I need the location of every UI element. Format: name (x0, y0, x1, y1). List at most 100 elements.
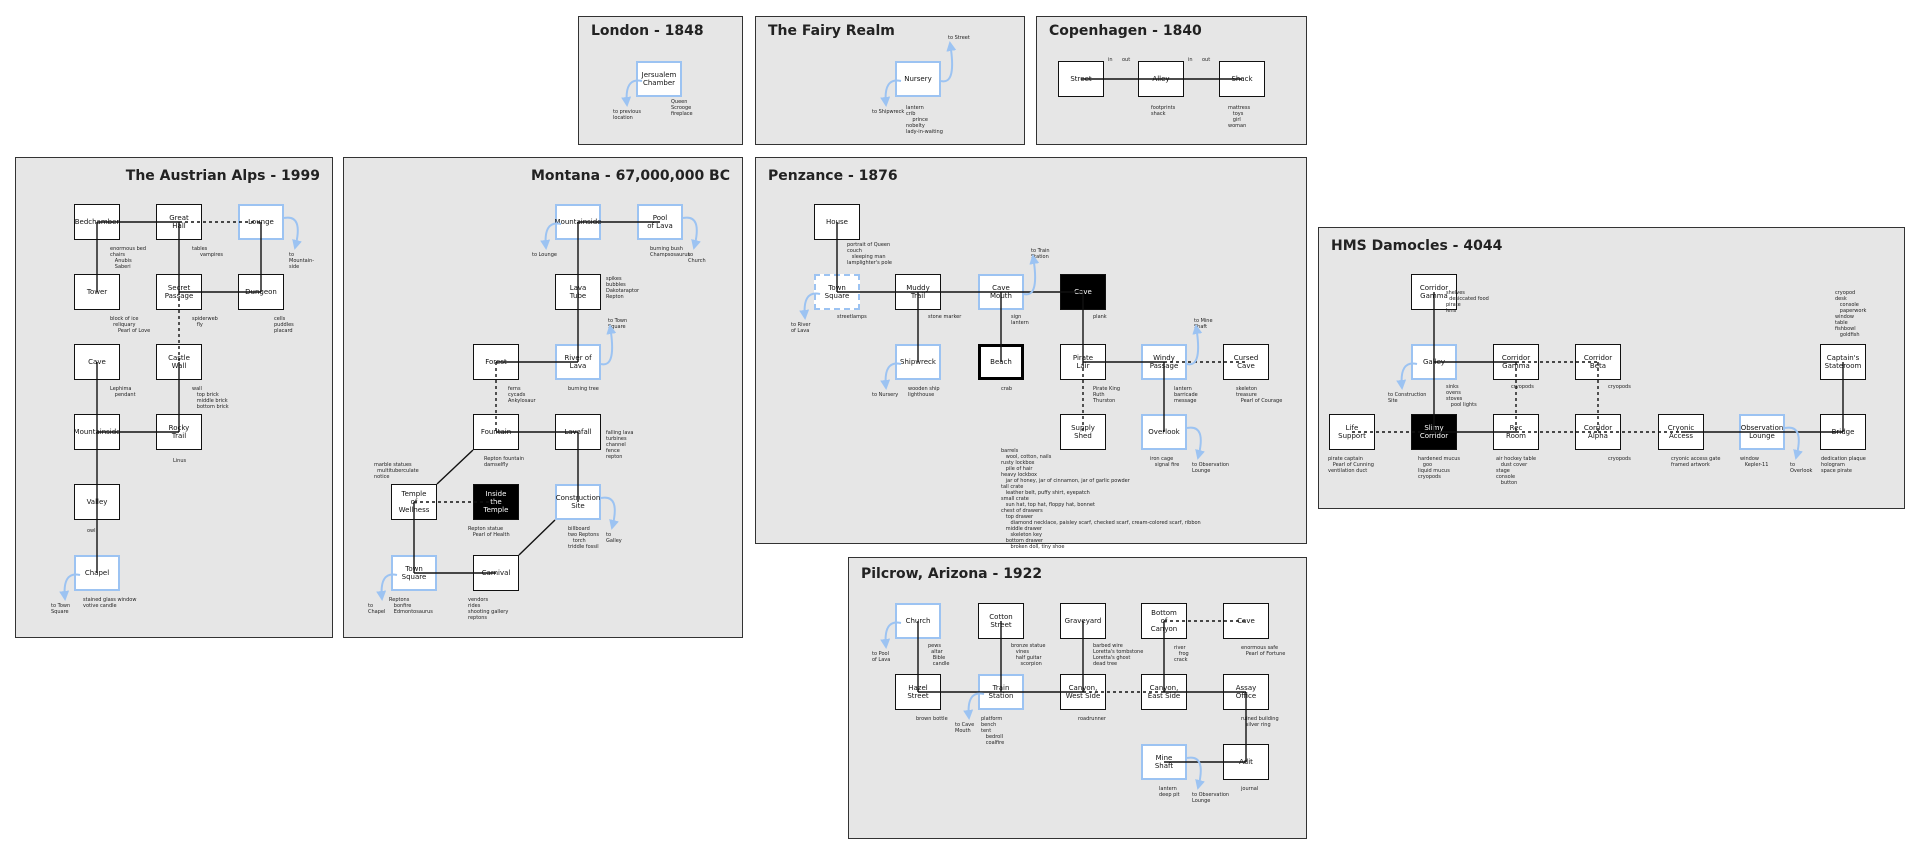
room-contents-note: stained glass window votive candle (83, 597, 137, 609)
room-contents-note: Linus (173, 458, 187, 464)
room-contents-note: Repton fountain damselfly (484, 456, 525, 468)
room-contents-note: enormous bed chairs Anubis Saberi (110, 246, 146, 270)
portal-arrow (1186, 756, 1205, 790)
link-montana-fn-tw (436, 449, 474, 485)
portal-exit-label: to Observation Lounge (1192, 462, 1230, 474)
portal-arrow (1186, 324, 1203, 366)
room-contents-note: barbed wire Loretta's tombstone Loretta'… (1093, 643, 1144, 667)
room-jersualem-chamber[interactable]: Jersualem Chamber (636, 61, 682, 97)
room-contents-note: wooden ship lighthouse (908, 386, 940, 398)
portal-exit-label: to Overlook (1790, 462, 1813, 474)
portal-arrow (59, 573, 81, 601)
room-contents-note: owl (87, 528, 96, 534)
room-contents-note: billboard two Reptons torch triddle foss… (568, 526, 599, 550)
portal-exit-label: to River of Lava (791, 322, 811, 334)
portal-exit-label: to Street (948, 35, 970, 41)
room-contents-note: dedication plaque hologram space pirate (1821, 456, 1866, 474)
panel-title: London - 1848 (591, 23, 704, 39)
link-label: out (1202, 57, 1210, 63)
room-contents-note: ruined building silver ring (1241, 716, 1279, 728)
portal-exit-label: to Cave Mouth (955, 722, 975, 734)
portal-arrow (940, 41, 957, 83)
room-contents-note: falling lava turbines channel fence rept… (606, 430, 634, 460)
room-cave[interactable]: Cave (1223, 603, 1269, 639)
room-contents-note: bronze statue vines half guitar scorpion (1011, 643, 1046, 667)
room-contents-note: Reptons bonfire Edmontosaurus (389, 597, 433, 615)
room-contents-note: portrait of Queen couch sleeping man lam… (847, 242, 892, 266)
portal-arrow (1023, 254, 1040, 296)
panel-title: Penzance - 1876 (768, 168, 898, 184)
room-contents-note: lantern barricade message (1174, 386, 1198, 404)
portal-arrow (1396, 362, 1418, 390)
room-inside-the-temple[interactable]: Inside the Temple (473, 484, 519, 520)
room-contents-note: sign lantern (1011, 314, 1029, 326)
portal-arrow (880, 362, 902, 390)
link-label: in (1188, 57, 1193, 63)
room-contents-note: block of ice reliquary Pearl of Love (110, 316, 151, 334)
room-contents-note: window Kepler-11 (1740, 456, 1769, 468)
room-supply-shed[interactable]: Supply Shed (1060, 414, 1106, 450)
portal-arrow (621, 79, 643, 107)
room-contents-note: Pirate King Ruth Thurston (1093, 386, 1121, 404)
room-contents-note: Lephima pendant (110, 386, 136, 398)
room-contents-note: platform bench tent bedroll coalfire (981, 716, 1005, 746)
portal-exit-label: to Galley (606, 532, 622, 544)
room-contents-note: ferns cycads Ankylosaur (508, 386, 536, 404)
link-label: out (1122, 57, 1130, 63)
room-contents-note: hardened mucus goo liquid mucus cryopods (1418, 456, 1461, 480)
room-contents-note: iron cage signal fire (1150, 456, 1180, 468)
portal-exit-label: to Town Square (608, 318, 628, 330)
room-contents-note: cryopod desk console paperwork window ta… (1835, 290, 1867, 338)
room-contents-note: Repton statue Pearl of Health (468, 526, 510, 538)
room-contents-note: river frog crack (1174, 645, 1189, 663)
room-contents-note: cells puddles placard (274, 316, 294, 334)
portal-arrow (799, 292, 821, 320)
room-contents-note: air hockey table dust cover stage consol… (1496, 456, 1537, 486)
room-nursery[interactable]: Nursery (895, 61, 941, 97)
room-contents-note: spiderweb fly (192, 316, 218, 328)
room-contents-note: spikes bubbles Dakotaraptor Repton (606, 276, 640, 300)
link-montana-cs-cv (518, 519, 556, 556)
panel-title: Copenhagen - 1840 (1049, 23, 1202, 39)
room-contents-note: crab (1001, 386, 1013, 392)
panel-title: HMS Damocles - 4044 (1331, 238, 1503, 254)
room-contents-note: Queen Scrooge fireplace (671, 99, 693, 117)
panel-title: Pilcrow, Arizona - 1922 (861, 566, 1043, 582)
room-contents-note: lantern deep pit (1159, 786, 1180, 798)
portal-arrow (283, 216, 302, 250)
portal-arrow (880, 79, 902, 107)
room-contents-note: plank (1093, 314, 1107, 320)
portal-arrow (682, 216, 701, 250)
portal-arrow (376, 573, 398, 601)
room-contents-note: vendors rides shooting gallery reptons (468, 597, 509, 621)
room-contents-note: cryopods (1511, 384, 1534, 390)
portal-exit-label: to Construction Site (1388, 392, 1427, 404)
portal-exit-label: to Church (688, 252, 706, 264)
portal-exit-label: to Observation Lounge (1192, 792, 1230, 804)
room-contents-note: journal (1241, 786, 1259, 792)
portal-arrow (600, 324, 617, 366)
room-contents-note: stone marker (928, 314, 962, 320)
room-contents-note: sinks ovens stoves pool lights (1446, 384, 1477, 408)
room-contents-note: pirate captain Pearl of Cunning ventilat… (1328, 456, 1374, 474)
panel-london: London - 1848 (578, 16, 743, 145)
portal-arrow (963, 692, 985, 720)
room-contents-note: burning bush Champsosaurus (650, 246, 691, 258)
room-contents-note: footprints shack (1151, 105, 1176, 117)
panel-fairy: The Fairy Realm (755, 16, 1025, 145)
portal-exit-label: to Chapel (368, 603, 386, 615)
link-label: in (1108, 57, 1113, 63)
room-contents-note: burning tree (568, 386, 599, 392)
room-contents-note: cryopods (1608, 456, 1631, 462)
room-contents-note: skeleton treasure Pearl of Courage (1236, 386, 1283, 404)
portal-exit-label: to Nursery (872, 392, 899, 398)
room-contents-note: cryopods (1608, 384, 1631, 390)
room-contents-note: lantern crib prince nobelty lady-in-wait… (906, 105, 943, 135)
portal-exit-label: to Mountain- side (289, 252, 315, 270)
portal-exit-label: to Town Square (51, 603, 71, 615)
portal-exit-label: to Shipwreck (872, 109, 905, 115)
room-contents-note: enormous safe Pearl of Fortune (1241, 645, 1286, 657)
room-contents-note: pews altar Bible candle (928, 643, 950, 667)
